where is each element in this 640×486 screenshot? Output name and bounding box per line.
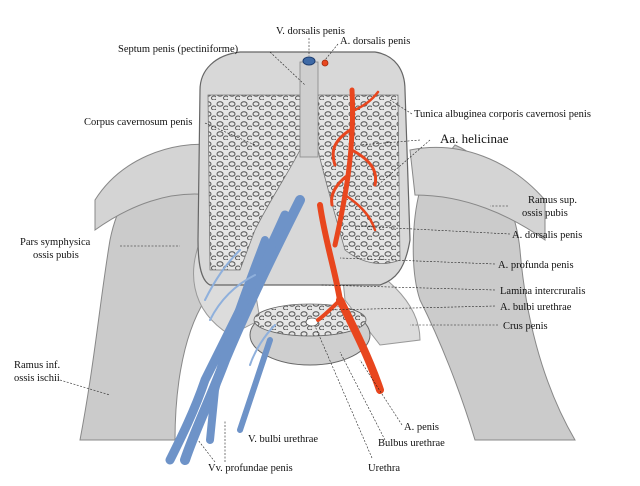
right-superior-ramus bbox=[409, 146, 546, 241]
v-bulbi-urethrae bbox=[237, 337, 273, 433]
leader-a-penis bbox=[359, 359, 403, 426]
aa-helicinae-2 bbox=[350, 148, 378, 187]
leader-lines bbox=[59, 38, 511, 463]
label-a-penis: A. penis bbox=[404, 422, 439, 433]
label-crus-penis: Crus penis bbox=[503, 321, 548, 332]
vein-branch-2 bbox=[209, 274, 256, 321]
leader-septum bbox=[269, 51, 306, 86]
label-ramus-sup-1: Ramus sup. bbox=[528, 195, 577, 206]
aa-helicinae-3 bbox=[330, 173, 350, 207]
leader-urethra bbox=[314, 325, 373, 459]
arteries bbox=[316, 87, 384, 394]
a-profunda-penis-trunk bbox=[317, 202, 343, 303]
label-septum-penis: Septum penis (pectiniforme) bbox=[118, 44, 239, 55]
leader-a-profunda bbox=[339, 257, 496, 265]
leader-corpus bbox=[204, 122, 256, 146]
label-pars-symphysica-1: Pars symphysica bbox=[20, 237, 91, 248]
leader-aa-helicinae-b bbox=[377, 139, 431, 186]
leader-aa-helicinae-a bbox=[359, 139, 421, 146]
label-ramus-inf-2: ossis ischii bbox=[14, 373, 60, 384]
leader-a-dorsalis-mid bbox=[354, 225, 511, 235]
a-penis bbox=[336, 296, 384, 394]
veins bbox=[165, 195, 305, 465]
vv-profundae-penis-2 bbox=[165, 210, 290, 465]
label-a-dorsalis-penis-mid: A. dorsalis penis bbox=[512, 230, 582, 241]
label-tunica-albuginea: Tunica albuginea corporis cavernosi peni… bbox=[414, 109, 591, 120]
label-corpus-cavernosum: Corpus cavernosum penis bbox=[84, 117, 192, 128]
label-a-dorsalis-penis-top: A. dorsalis penis bbox=[340, 36, 410, 47]
a-profunda-main bbox=[332, 87, 356, 248]
a-dorsalis-penis-vessel bbox=[321, 59, 329, 67]
vein-branch-3 bbox=[249, 324, 276, 366]
leader-lamina bbox=[319, 284, 496, 291]
leader-vv-profundae-a bbox=[197, 439, 216, 463]
vein-branch-1 bbox=[204, 249, 241, 301]
label-ramus-inf-1: Ramus inf. bbox=[14, 360, 60, 371]
label-bulbus-urethrae: Bulbus urethrae bbox=[378, 438, 445, 449]
label-urethra: Urethra bbox=[368, 463, 400, 474]
aa-helicinae-4 bbox=[353, 90, 380, 112]
label-pars-symphysica-2: ossis pubis bbox=[33, 250, 79, 261]
a-bulbi-urethrae bbox=[316, 298, 342, 322]
leader-bulbus bbox=[339, 351, 386, 441]
leader-tunica bbox=[389, 99, 413, 115]
leader-a-bulbi bbox=[329, 305, 496, 311]
label-v-dorsalis-penis: V. dorsalis penis bbox=[276, 26, 345, 37]
label-vv-profundae-penis: Vv. profundae penis bbox=[208, 463, 293, 474]
aa-helicinae-5 bbox=[343, 193, 377, 232]
aa-helicinae-1 bbox=[331, 128, 352, 167]
vv-profundae-penis-3 bbox=[206, 236, 269, 444]
label-a-profunda-penis: A. profunda penis bbox=[498, 260, 574, 271]
v-dorsalis-penis-vessel bbox=[302, 56, 316, 66]
leader-ramus-inf bbox=[59, 379, 111, 396]
label-a-bulbi-urethrae: A. bulbi urethrae bbox=[500, 302, 572, 313]
label-lamina-intercruralis: Lamina intercruralis bbox=[500, 286, 585, 297]
label-v-bulbi-urethrae: V. bulbi urethrae bbox=[248, 434, 318, 445]
label-ramus-sup-2: ossis pubis bbox=[522, 208, 568, 219]
label-aa-helicinae: Aa. helicinae bbox=[440, 131, 509, 146]
septum-penis bbox=[299, 61, 319, 158]
